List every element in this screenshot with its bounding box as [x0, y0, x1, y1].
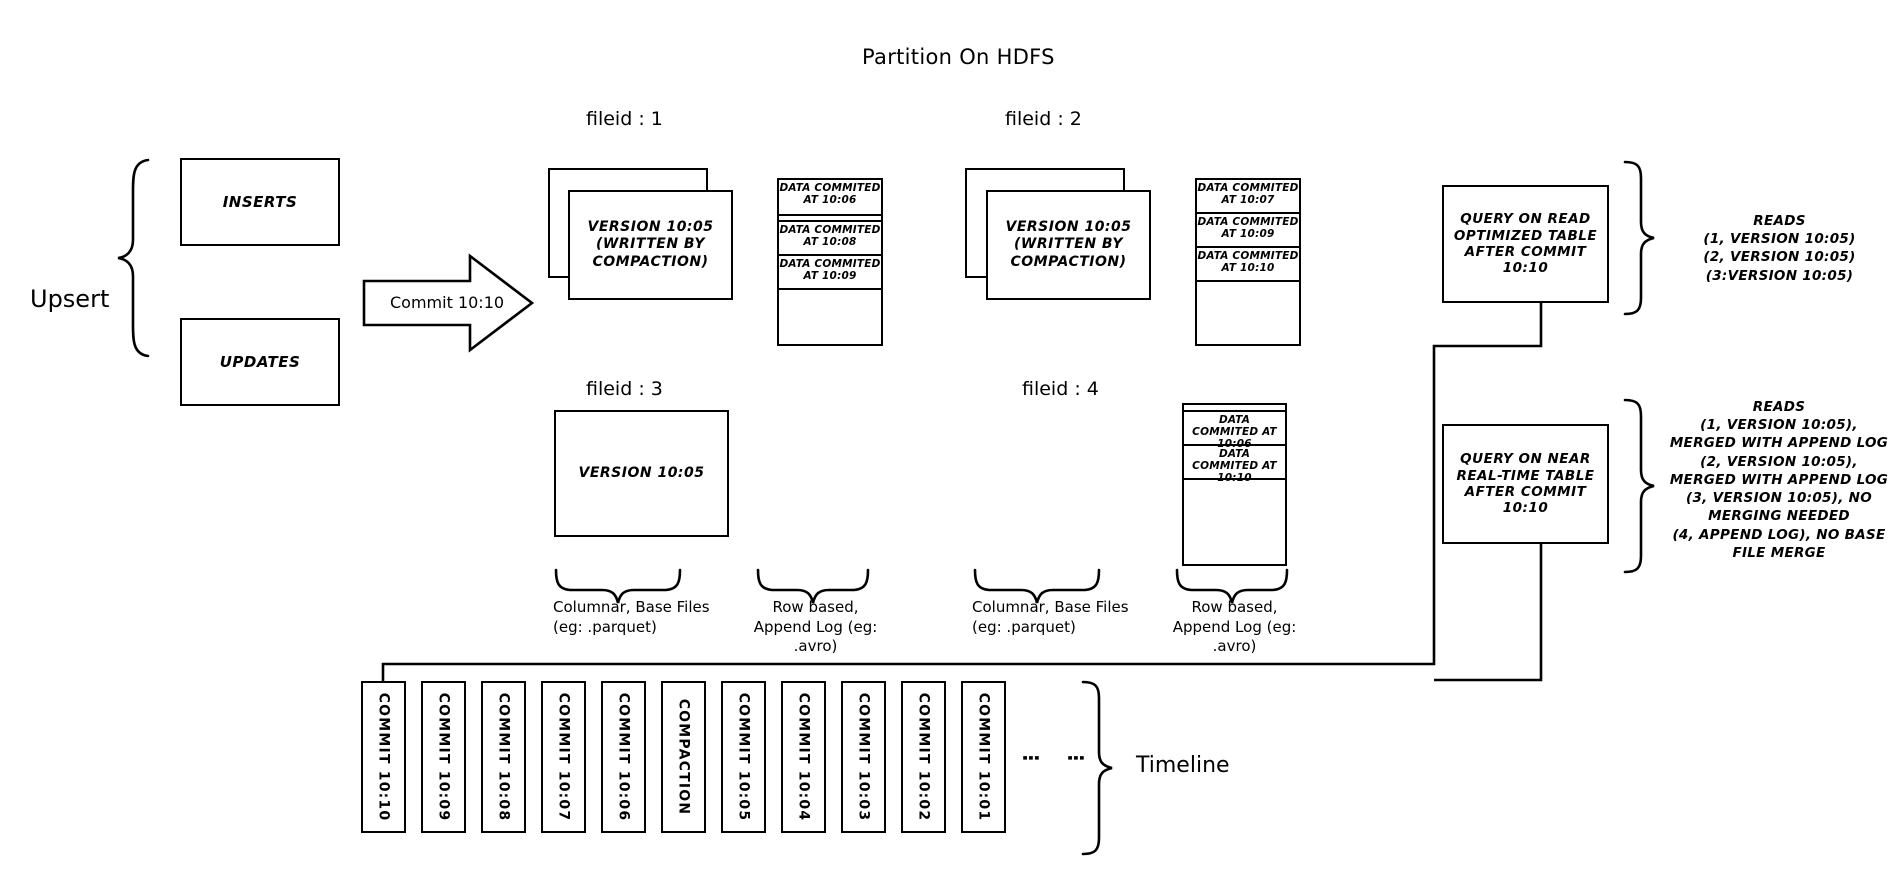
timeline-card-label: COMMIT 10:05: [735, 692, 752, 822]
timeline-card[interactable]: COMMIT 10:04: [781, 681, 826, 833]
fileid-4-log-file[interactable]: DATA COMMITED AT 10:06 DATA COMMITED AT …: [1182, 403, 1287, 566]
timeline-card-label: COMMIT 10:06: [615, 692, 632, 822]
log-row-gap: [1184, 405, 1285, 412]
timeline-card-label: COMMIT 10:04: [795, 692, 812, 822]
fileid-3-header: fileid : 3: [586, 378, 663, 400]
timeline-card[interactable]: COMMIT 10:09: [421, 681, 466, 833]
caption-columnar-left: Columnar, Base Files (eg: .parquet): [553, 598, 710, 636]
timeline-card[interactable]: COMMIT 10:02: [901, 681, 946, 833]
fileid-3-base-file[interactable]: VERSION 10:05: [554, 410, 729, 537]
caption-columnar-right: Columnar, Base Files (eg: .parquet): [972, 598, 1129, 636]
timeline-card-label: COMMIT 10:07: [555, 692, 572, 822]
timeline-card-label: COMMIT 10:02: [915, 692, 932, 822]
timeline-card[interactable]: COMMIT 10:07: [541, 681, 586, 833]
timeline-ellipsis: ⋮: [1064, 748, 1088, 770]
log-row-empty: [1184, 480, 1285, 563]
page-title: Partition On HDFS: [862, 45, 1055, 69]
fileid-2-header: fileid : 2: [1005, 108, 1082, 130]
log-row: DATA COMMITED AT 10:08: [779, 222, 881, 256]
log-row-empty: [779, 290, 881, 345]
timeline-label: Timeline: [1136, 753, 1230, 778]
updates-box[interactable]: UPDATES: [180, 318, 340, 406]
timeline-card-label: COMMIT 10:03: [855, 692, 872, 822]
query-read-optimized-box[interactable]: QUERY ON READ OPTIMIZED TABLE AFTER COMM…: [1442, 185, 1609, 303]
timeline-card-label: COMMIT 10:10: [375, 692, 392, 822]
fileid-4-header: fileid : 4: [1022, 378, 1099, 400]
reads-near-real-time: READS (1, VERSION 10:05), MERGED WITH AP…: [1669, 399, 1889, 561]
caption-rowlog-left: Row based, Append Log (eg: .avro): [753, 598, 878, 655]
log-row-gap: [779, 216, 881, 222]
timeline-card[interactable]: COMMIT 10:10: [361, 681, 406, 833]
timeline-card-label: COMMIT 10:08: [495, 692, 512, 822]
brace-reads-near-real-time: [1623, 398, 1655, 574]
timeline-ellipsis: ⋮: [1019, 748, 1043, 770]
upsert-brace: [117, 158, 150, 358]
log-row: DATA COMMITED AT 10:10: [1197, 248, 1299, 282]
log-row: DATA COMMITED AT 10:07: [1197, 180, 1299, 214]
upsert-label: Upsert: [30, 285, 110, 313]
timeline-card-label: COMMIT 10:01: [975, 692, 992, 822]
timeline-card[interactable]: COMMIT 10:08: [481, 681, 526, 833]
timeline-card[interactable]: COMMIT 10:01: [961, 681, 1006, 833]
timeline-card[interactable]: COMMIT 10:05: [721, 681, 766, 833]
query-near-real-time-box[interactable]: QUERY ON NEAR REAL-TIME TABLE AFTER COMM…: [1442, 424, 1609, 544]
log-row: DATA COMMITED AT 10:06: [779, 180, 881, 216]
caption-rowlog-right: Row based, Append Log (eg: .avro): [1172, 598, 1297, 655]
commit-arrow-label: Commit 10:10: [390, 293, 505, 312]
fileid-1-log-file[interactable]: DATA COMMITED AT 10:06 DATA COMMITED AT …: [777, 178, 883, 346]
timeline-card[interactable]: COMMIT 10:03: [841, 681, 886, 833]
log-row: DATA COMMITED AT 10:06: [1184, 412, 1285, 450]
reads-read-optimized: READS (1, VERSION 10:05) (2, VERSION 10:…: [1703, 213, 1856, 284]
timeline-card[interactable]: COMMIT 10:06: [601, 681, 646, 833]
inserts-box[interactable]: INSERTS: [180, 158, 340, 246]
log-row: DATA COMMITED AT 10:09: [779, 256, 881, 290]
log-row: DATA COMMITED AT 10:10: [1184, 446, 1285, 484]
fileid-2-log-file[interactable]: DATA COMMITED AT 10:07 DATA COMMITED AT …: [1195, 178, 1301, 346]
brace-reads-read-optimized: [1623, 160, 1655, 316]
fileid-1-header: fileid : 1: [586, 108, 663, 130]
log-row-empty: [1197, 282, 1299, 343]
log-row: DATA COMMITED AT 10:09: [1197, 214, 1299, 248]
timeline-card-label: COMMIT 10:09: [435, 692, 452, 822]
fileid-1-base-file-front[interactable]: VERSION 10:05 (WRITTEN BY COMPACTION): [568, 190, 733, 300]
fileid-2-base-file-front[interactable]: VERSION 10:05 (WRITTEN BY COMPACTION): [986, 190, 1151, 300]
timeline-card-label: COMPACTION: [675, 698, 692, 816]
timeline-card[interactable]: COMPACTION: [661, 681, 706, 833]
